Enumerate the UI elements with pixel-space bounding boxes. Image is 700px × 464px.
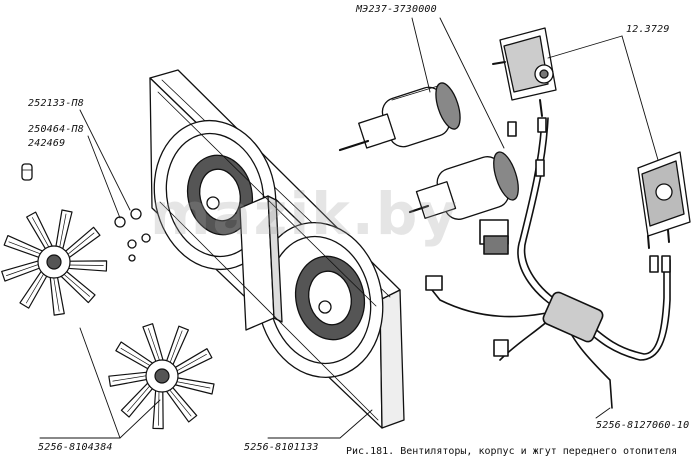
label-harness-part: 5256-8127060-10 bbox=[596, 420, 690, 431]
fasteners bbox=[21, 163, 151, 262]
blower-drum-lower bbox=[294, 255, 366, 341]
resistor-block-upper bbox=[492, 27, 557, 117]
leader-lines bbox=[39, 17, 659, 439]
label-resistor-part: 12.3729 bbox=[626, 24, 670, 35]
label-motor-part: МЭ237-3730000 bbox=[356, 4, 437, 15]
figure-caption: Рис.181. Вентиляторы, корпус и жгут пере… bbox=[346, 446, 677, 457]
label-housing-part: 5256-8101133 bbox=[244, 442, 319, 453]
wiring-harness bbox=[425, 117, 671, 409]
fan-impeller-right bbox=[106, 321, 215, 431]
heater-housing bbox=[149, 69, 405, 429]
label-nut-part: 250464-П8 bbox=[28, 124, 84, 135]
blower-motor-upper bbox=[338, 82, 461, 152]
label-bolt-part: 242469 bbox=[28, 138, 66, 149]
blower-drum-upper bbox=[186, 154, 254, 236]
figure-number: Рис.181. bbox=[346, 446, 395, 457]
label-washer-part: 252133-П8 bbox=[28, 98, 84, 109]
label-fan-part: 5256-8104384 bbox=[38, 442, 113, 453]
fan-impeller-left bbox=[0, 209, 109, 318]
resistor-block-lower bbox=[637, 151, 691, 249]
figure-title: Вентиляторы, корпус и жгут переднего ото… bbox=[400, 446, 678, 457]
blower-motor-lower bbox=[408, 151, 519, 220]
